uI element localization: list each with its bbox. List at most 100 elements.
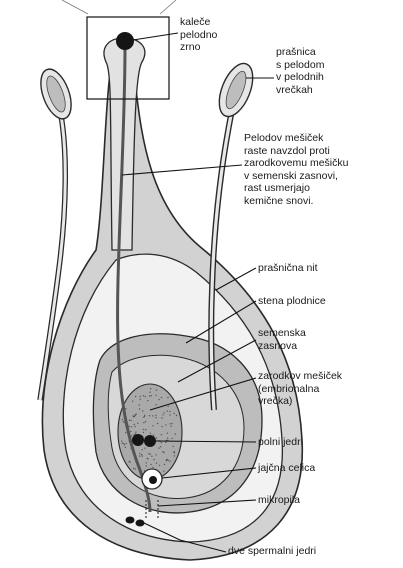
stipple-dot [145, 429, 146, 430]
stipple-dot [158, 447, 159, 448]
stipple-dot [156, 437, 157, 438]
stipple-dot [142, 455, 143, 456]
stipple-dot [152, 467, 153, 468]
stipple-dot [143, 395, 144, 396]
stipple-dot [147, 458, 148, 459]
stipple-dot [174, 455, 175, 456]
stipple-dot [134, 426, 135, 427]
stipple-dot [157, 423, 158, 424]
stipple-dot [173, 451, 174, 452]
label-ovule: semenska zasnova [258, 327, 306, 352]
stipple-dot [140, 396, 141, 397]
stipple-dot [144, 415, 145, 416]
stipple-dot [142, 410, 143, 411]
label-sperm-nuclei: dve spermalni jedri [228, 545, 316, 558]
stipple-dot [139, 408, 140, 409]
stipple-dot [143, 422, 144, 423]
stipple-dot [160, 446, 161, 447]
label-embryo-sac: zarodkov mešiček (embrionalna vrečka) [258, 370, 342, 408]
stipple-dot [159, 465, 160, 466]
stipple-dot [143, 432, 144, 433]
stipple-dot [131, 420, 132, 421]
stipple-dot [146, 462, 147, 463]
stipple-dot [167, 438, 168, 439]
label-filament: prašnična nit [258, 262, 318, 275]
label-pollen-grain: kaleče pelodno zrno [180, 16, 217, 54]
stipple-dot [171, 423, 172, 424]
stipple-dot [130, 431, 131, 432]
stipple-dot [163, 412, 164, 413]
stipple-dot [125, 408, 126, 409]
stipple-dot [151, 456, 152, 457]
stipple-dot [161, 426, 162, 427]
stipple-dot [149, 392, 150, 393]
stipple-dot [147, 400, 148, 401]
label-polar-nuclei: polni jedri [258, 436, 303, 449]
stipple-dot [165, 442, 166, 443]
stipple-dot [155, 415, 156, 416]
stipple-dot [136, 414, 137, 415]
stipple-dot [149, 415, 150, 416]
stipple-dot [135, 415, 136, 416]
polar-nucleus-2 [144, 435, 156, 447]
stipple-dot [176, 415, 177, 416]
stipple-dot [153, 459, 154, 460]
stipple-dot [167, 433, 168, 434]
top-edge-line-right [160, 0, 176, 14]
stipple-dot [150, 433, 151, 434]
stipple-dot [121, 441, 122, 442]
stipple-dot [155, 417, 156, 418]
sperm-nucleus-2 [136, 520, 145, 527]
stipple-dot [169, 461, 170, 462]
stipple-dot [155, 395, 156, 396]
stipple-dot [122, 443, 123, 444]
stipple-dot [162, 414, 163, 415]
stipple-dot [139, 455, 140, 456]
stipple-dot [156, 462, 157, 463]
sperm-nucleus-1 [126, 517, 135, 524]
stipple-dot [140, 399, 141, 400]
egg-cell-nucleus [149, 476, 157, 484]
stipple-dot [125, 447, 126, 448]
stipple-dot [122, 419, 123, 420]
stipple-dot [171, 426, 172, 427]
stipple-dot [123, 421, 124, 422]
stipple-dot [165, 424, 166, 425]
stipple-dot [168, 406, 169, 407]
stipple-dot [137, 423, 138, 424]
stipple-dot [158, 399, 159, 400]
leader-pollen-grain [133, 33, 178, 40]
stipple-dot [167, 410, 168, 411]
stipple-dot [166, 459, 167, 460]
label-ovary-wall: stena plodnice [258, 295, 326, 308]
stipple-dot [124, 444, 125, 445]
stipple-dot [129, 461, 130, 462]
stipple-dot [163, 471, 164, 472]
stipple-dot [135, 396, 136, 397]
stipple-dot [131, 435, 132, 436]
stipple-dot [171, 438, 172, 439]
stipple-dot [175, 433, 176, 434]
stipple-dot [150, 454, 151, 455]
stipple-dot [129, 426, 130, 427]
stipple-dot [161, 442, 162, 443]
stipple-dot [132, 401, 133, 402]
stipple-dot [167, 397, 168, 398]
stipple-dot [150, 388, 151, 389]
stipple-dot [164, 464, 165, 465]
label-micropyle: mikropila [258, 494, 300, 507]
stipple-dot [123, 443, 124, 444]
stipple-dot [143, 429, 144, 430]
stipple-dot [155, 404, 156, 405]
stipple-dot [149, 395, 150, 396]
polar-nucleus-1 [132, 434, 144, 446]
stipple-dot [153, 435, 154, 436]
stipple-dot [129, 420, 130, 421]
label-egg-cell: jajčna celica [258, 462, 315, 475]
stipple-dot [150, 464, 151, 465]
stipple-dot [135, 468, 136, 469]
label-pollen-tube: Pelodov mešiček raste navzdol proti zaro… [244, 132, 348, 207]
stipple-dot [161, 434, 162, 435]
stipple-dot [144, 448, 145, 449]
